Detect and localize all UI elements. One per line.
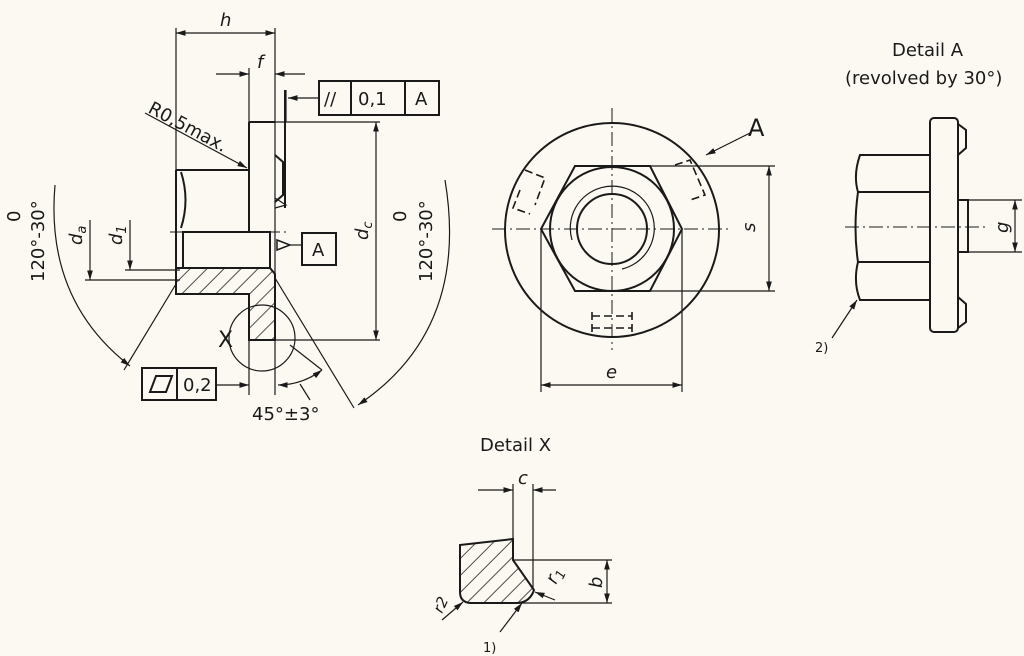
- detail-x-view: Detail X c b r1 r2 1): [429, 435, 612, 656]
- angle-right-zero: 0: [390, 211, 411, 222]
- detail-a-subtitle: (revolved by 30°): [845, 68, 1002, 89]
- svg-text:A: A: [415, 89, 428, 110]
- radius-note: R0,5max.: [145, 98, 231, 157]
- dim-c-label: c: [518, 468, 528, 489]
- detail-x-title: Detail X: [480, 435, 551, 456]
- svg-text://: //: [324, 89, 337, 110]
- svg-text:A: A: [312, 240, 325, 261]
- svg-text:0,2: 0,2: [183, 375, 212, 396]
- radius-r1-label: r1: [541, 564, 569, 588]
- svg-text:0,1: 0,1: [358, 89, 387, 110]
- front-view: s e A: [492, 108, 775, 392]
- dim-e-label: e: [606, 362, 617, 383]
- dim-g-label: g: [992, 222, 1013, 233]
- detail-a-view: Detail A (revolved by 30°) g 2): [815, 40, 1022, 356]
- datum-a: A: [276, 232, 337, 266]
- dim-da-label: da: [66, 226, 90, 245]
- hatched-section: [175, 267, 276, 341]
- detail-x-hatched-section: [459, 537, 536, 604]
- side-section-view: h f X R0,5max. // 0,1 A: [4, 10, 451, 425]
- dim-d1-label: d1: [106, 225, 130, 245]
- dim-h-label: h: [220, 10, 231, 31]
- detail-x-marker-label: X: [218, 328, 233, 353]
- dim-dc-label: dc: [352, 221, 376, 240]
- parallelism-tolerance-frame: // 0,1 A: [285, 80, 440, 122]
- dim-s-label: s: [739, 223, 760, 232]
- dim-f-label: f: [257, 52, 266, 73]
- view-arrow-a-label: A: [748, 114, 765, 142]
- note-ref-2: 2): [815, 341, 828, 356]
- detail-x-marker-circle: [228, 304, 296, 372]
- angle-left-zero: 0: [4, 211, 25, 222]
- dim-b-label: b: [586, 577, 607, 588]
- angle-left-label: 120°-30°: [28, 200, 49, 282]
- angle-right-label: 120°-30°: [416, 200, 437, 282]
- radius-r2-label: r2: [429, 594, 452, 616]
- note-ref-1: 1): [483, 641, 496, 656]
- flatness-tolerance-frame: 0,2: [141, 367, 249, 401]
- detail-a-title: Detail A: [892, 40, 964, 61]
- angle-chamfer-label: 45°±3°: [252, 404, 319, 425]
